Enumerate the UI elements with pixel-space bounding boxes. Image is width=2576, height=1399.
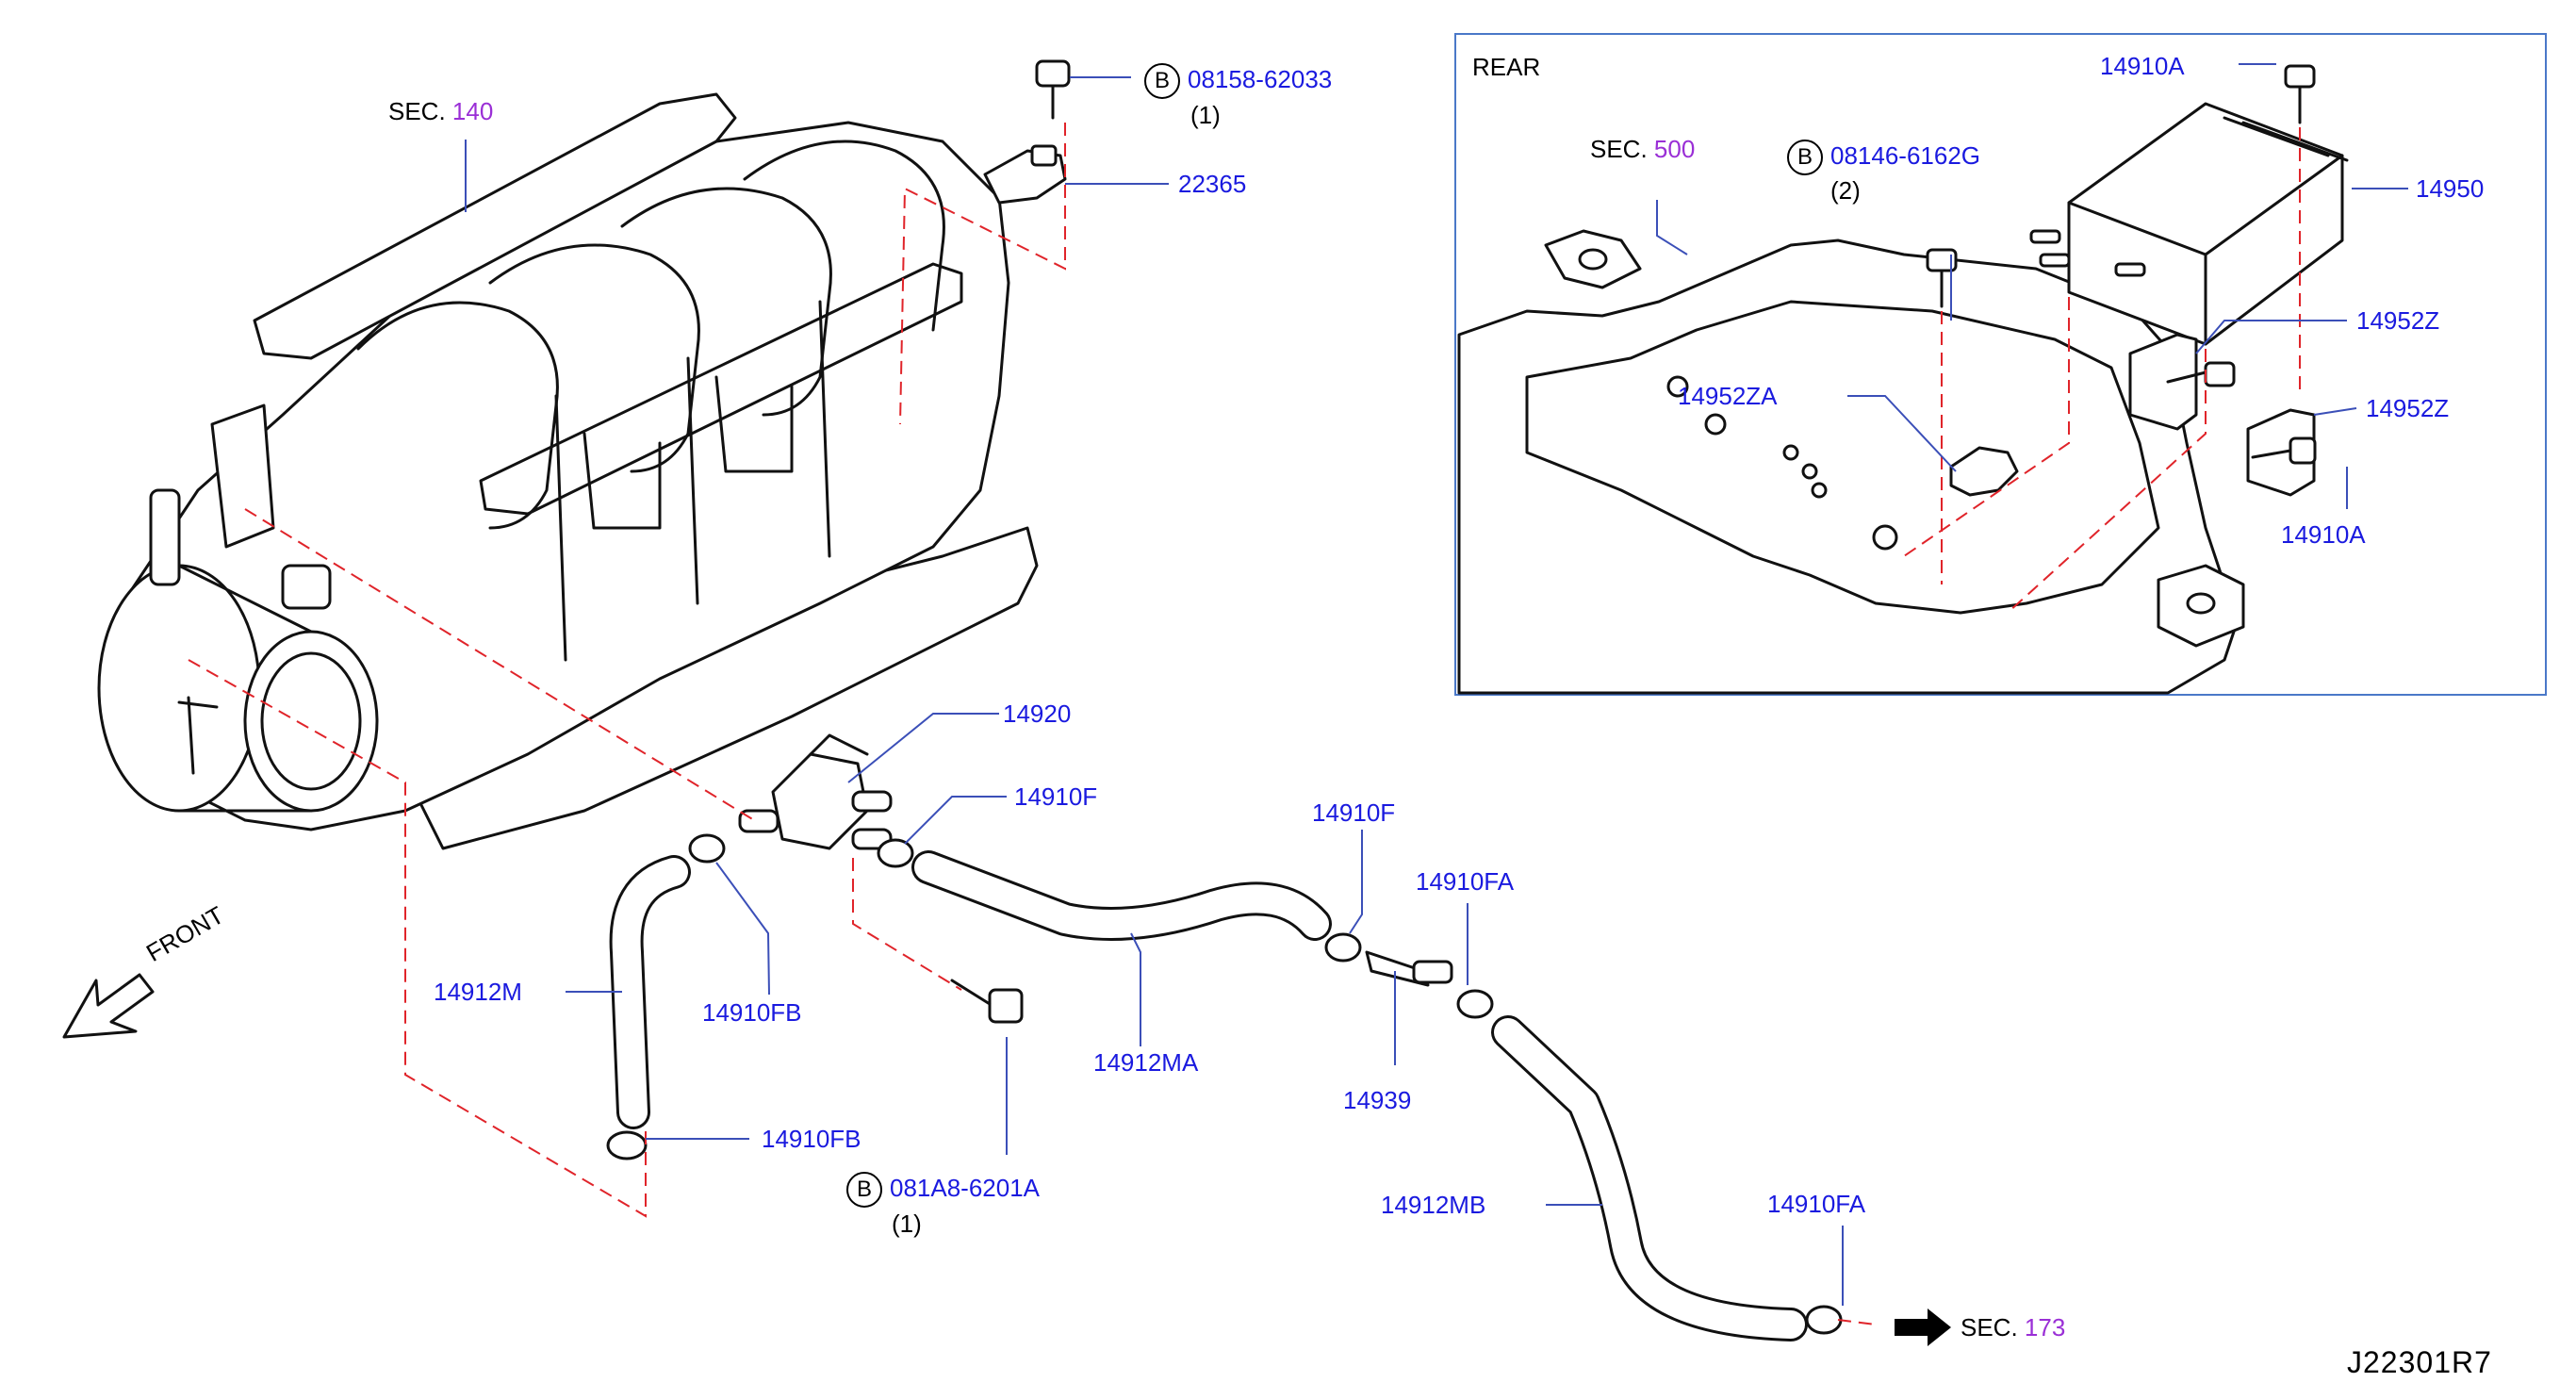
label-14910FA-a: 14910FA bbox=[1416, 867, 1515, 896]
label-14910FA-b: 14910FA bbox=[1767, 1190, 1866, 1218]
rear-frame-illustration bbox=[1457, 64, 2349, 695]
rear-inset-frame bbox=[1454, 33, 2547, 696]
hoses bbox=[609, 850, 1808, 1341]
drawing-code: J22301R7 bbox=[2347, 1345, 2492, 1379]
label-22365: 22365 bbox=[1178, 170, 1247, 198]
bolt-qty: (2) bbox=[1830, 176, 1861, 205]
sec-140-reference: SEC. 140 bbox=[388, 97, 493, 125]
sec-173-reference: SEC. 173 bbox=[1961, 1313, 2065, 1341]
label-14910F-a: 14910F bbox=[1014, 782, 1098, 811]
sec-140-prefix: SEC. bbox=[388, 97, 446, 125]
label-14939: 14939 bbox=[1343, 1086, 1412, 1114]
label-14910A-top: 14910A bbox=[2100, 52, 2185, 80]
label-14912MB: 14912MB bbox=[1381, 1191, 1486, 1219]
label-14920: 14920 bbox=[1003, 700, 1072, 728]
label-14910A-lower: 14910A bbox=[2281, 520, 2366, 549]
sec-140-number: 140 bbox=[451, 97, 494, 125]
bolt-code: 08158-62033 bbox=[1188, 64, 1333, 93]
inset-title: REAR bbox=[1472, 53, 1541, 81]
sec-173-prefix: SEC. bbox=[1961, 1313, 2018, 1341]
label-14952Z-upper: 14952Z bbox=[2356, 306, 2440, 335]
label-14910F-b: 14910F bbox=[1312, 798, 1396, 827]
label-14912MA: 14912MA bbox=[1093, 1048, 1199, 1077]
bolt-symbol: B bbox=[846, 1172, 882, 1208]
bolt-qty: (1) bbox=[892, 1210, 922, 1238]
label-14910FB-b: 14910FB bbox=[762, 1125, 861, 1153]
bolt-code: 08146-6162G bbox=[1830, 140, 1981, 170]
sec-500-reference: SEC. 500 bbox=[1590, 135, 1695, 163]
label-14952Z-lower: 14952Z bbox=[2366, 394, 2450, 422]
intake-manifold-illustration bbox=[97, 92, 1039, 850]
bolt-symbol: B bbox=[1144, 63, 1180, 99]
label-14950: 14950 bbox=[2416, 174, 2485, 203]
sec-500-prefix: SEC. bbox=[1590, 135, 1648, 163]
bolt-ref-08158-62033: B 08158-62033 bbox=[1144, 63, 1332, 99]
bolt-code: 081A8-6201A bbox=[890, 1173, 1041, 1202]
inset-guide-lines bbox=[1903, 127, 2301, 614]
bolt-qty: (1) bbox=[1190, 101, 1221, 129]
main-guide-lines bbox=[188, 123, 1877, 1325]
sec-173-number: 173 bbox=[2024, 1313, 2066, 1341]
sec-500-number: 500 bbox=[1653, 135, 1696, 163]
bolt-ref-081A8-6201A: B 081A8-6201A bbox=[846, 1172, 1040, 1208]
label-14912M: 14912M bbox=[434, 978, 522, 1006]
label-14910FB-a: 14910FB bbox=[702, 998, 802, 1027]
leader-lines bbox=[465, 63, 2408, 1306]
front-arrow-icon bbox=[62, 973, 155, 1039]
bolt-symbol: B bbox=[1787, 140, 1823, 175]
sec-173-arrow-icon bbox=[1895, 1308, 1951, 1346]
label-14952ZA: 14952ZA bbox=[1678, 382, 1778, 410]
